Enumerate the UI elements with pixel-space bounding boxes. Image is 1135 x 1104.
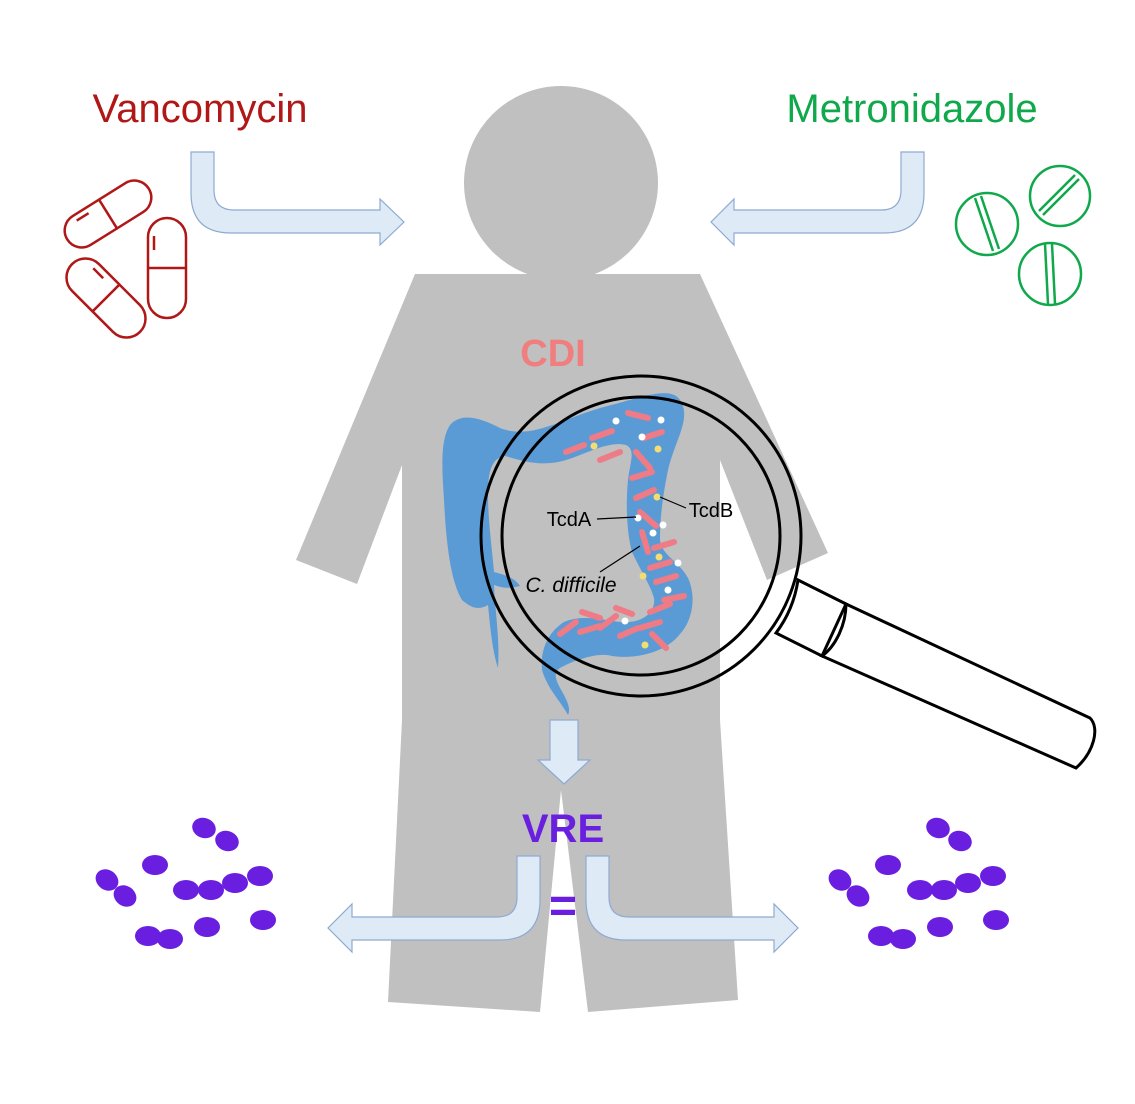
- toxin-a-dot: [674, 559, 682, 567]
- tcda-label: TcdA: [547, 509, 592, 531]
- toxin-a-dot: [659, 521, 667, 529]
- toxin-dots: [590, 416, 682, 649]
- c-difficile-label: C. difficile: [525, 574, 616, 597]
- magnifier-outer-ring: [479, 374, 803, 698]
- c-difficile-rod: [597, 449, 623, 463]
- c-difficile-rod: [661, 593, 687, 603]
- label-leader-lines: [596, 496, 687, 573]
- toxin-b-dot: [655, 553, 663, 561]
- toxin-b-dot: [641, 641, 649, 649]
- toxin-a-dot: [621, 617, 629, 625]
- toxin-a-dot: [612, 417, 620, 425]
- cdi-label: CDI: [520, 333, 585, 375]
- bacteria-in-colon: [557, 410, 687, 651]
- metronidazole-label: Metronidazole: [786, 87, 1037, 131]
- c-difficile-rod: [637, 509, 659, 529]
- vre-label: VRE: [522, 807, 604, 851]
- metronidazole-arrow: [710, 151, 925, 247]
- c-difficile-rod: [625, 410, 651, 421]
- c-difficile-rod: [651, 539, 677, 551]
- c-difficile-rod: [633, 487, 657, 501]
- vancomycin-label: Vancomycin: [93, 87, 308, 131]
- c-difficile-rod: [647, 601, 673, 615]
- c-difficile-rod: [579, 609, 603, 621]
- toxin-b-dot: [639, 572, 647, 580]
- c-difficile-rod: [641, 429, 665, 441]
- magnifier-handle: [818, 601, 1097, 770]
- toxin-a-dot: [638, 433, 646, 441]
- c-difficile-leader: [599, 545, 641, 573]
- down-arrow: [536, 719, 592, 785]
- head: [464, 86, 658, 280]
- c-difficile-rod: [637, 619, 663, 631]
- tcdb-leader: [659, 496, 687, 509]
- c-difficile-rod: [557, 619, 579, 637]
- toxin-a-dot: [657, 416, 665, 424]
- c-difficile-rod: [633, 449, 653, 471]
- c-difficile-rod: [639, 529, 651, 555]
- toxin-b-dot: [590, 442, 598, 450]
- c-difficile-rod: [629, 469, 655, 481]
- c-difficile-rod: [589, 428, 615, 441]
- toxin-b-dot: [654, 445, 662, 453]
- vre-right-arrow: [585, 855, 799, 954]
- arrows: [190, 151, 925, 954]
- vre-cocci-left: [95, 817, 276, 949]
- c-difficile-rod: [563, 442, 587, 455]
- c-difficile-rod: [653, 573, 679, 585]
- toxin-a-dot: [649, 529, 657, 537]
- magnifier-inner-ring: [500, 395, 782, 677]
- equals-sign: =: [549, 880, 577, 933]
- c-difficile-rod: [613, 605, 635, 617]
- vre-left-arrow: [327, 855, 541, 954]
- c-difficile-rod: [617, 625, 641, 639]
- c-difficile-rod: [577, 623, 603, 635]
- tcdb-label: TcdB: [689, 500, 733, 522]
- c-difficile-rod: [647, 559, 673, 571]
- magnifying-glass-icon: [479, 374, 1097, 770]
- toxin-a-dot: [664, 586, 672, 594]
- magnifier-neck: [773, 577, 848, 659]
- vre-cocci-right: [828, 817, 1009, 949]
- toxin-a-dot: [634, 514, 642, 522]
- toxin-b-dot: [653, 493, 661, 501]
- capsule-icon: [63, 179, 188, 339]
- tablet-icon: [954, 164, 1092, 307]
- c-difficile-rod: [649, 631, 669, 651]
- vancomycin-arrow: [190, 151, 405, 247]
- tcda-leader: [596, 516, 637, 520]
